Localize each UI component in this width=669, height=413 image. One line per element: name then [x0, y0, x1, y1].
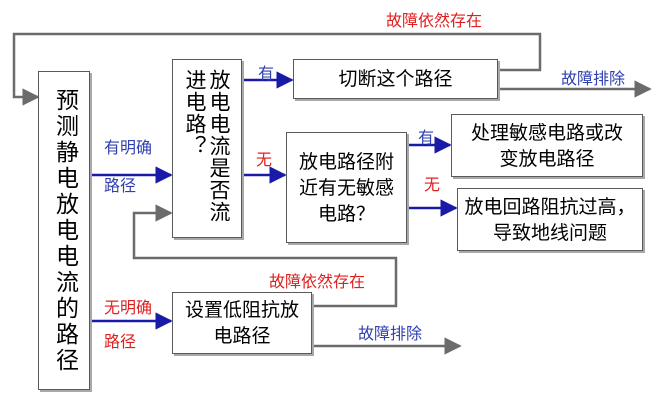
loop-lowz-back-to-question: [132, 204, 398, 308]
label-no-ground: 无: [424, 175, 441, 194]
handle-sensitive-box: 处理敏感电路或改变放电路径: [451, 114, 643, 177]
label-no-nearby: 无: [256, 150, 273, 169]
label-fault-cleared-top: 故障排除: [561, 69, 626, 88]
label-yes-cut: 有: [258, 64, 275, 83]
ground-problem-box: 放电回路阻抗过高，导致地线问题: [457, 188, 643, 251]
current-into-circuit-box: 放电电流是否流进电路？: [172, 59, 242, 238]
label-unclear-path-1: 无明确: [104, 298, 153, 317]
low-impedance-box: 设置低阻抗放电路径: [172, 292, 312, 354]
cut-path-text: 切断这个路径: [338, 68, 453, 90]
label-clear-path-2: 路径: [104, 176, 137, 195]
label-fault-persists-top: 故障依然存在: [386, 11, 483, 30]
cut-path-box: 切断这个路径: [293, 59, 498, 99]
predict-path-box: 预测静电放电电流的路径: [38, 71, 90, 390]
loop-top-back-to-main: [12, 32, 542, 106]
label-clear-path-1: 有明确: [104, 138, 153, 157]
label-fault-cleared-bottom: 故障排除: [358, 324, 423, 343]
sensitive-nearby-text: 放电路径附近有无敏感电路？: [298, 150, 394, 225]
low-impedance-text: 设置低阻抗放电路径: [185, 299, 300, 347]
label-yes-handle: 有: [418, 128, 435, 147]
predict-path-text: 预测静电放电电流的路径: [51, 87, 78, 374]
label-unclear-path-2: 路径: [104, 332, 137, 351]
label-fault-persists-bottom: 故障依然存在: [269, 272, 366, 291]
handle-sensitive-text: 处理敏感电路或改变放电路径: [470, 121, 623, 170]
sensitive-nearby-box: 放电路径附近有无敏感电路？: [286, 132, 407, 243]
current-into-circuit-text: 放电电流是否流进电路？: [183, 68, 231, 223]
ground-problem-text: 放电回路阻抗过高，导致地线问题: [464, 195, 636, 244]
